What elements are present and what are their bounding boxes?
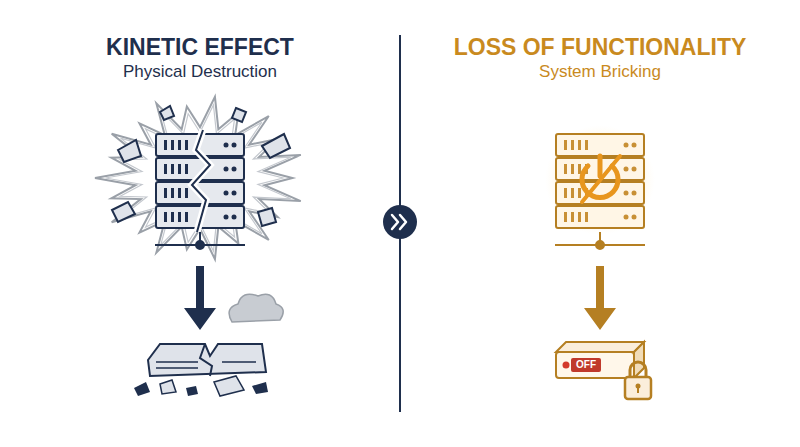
status-label: OFF xyxy=(571,358,601,372)
down-arrow xyxy=(584,266,616,330)
panel-subheading: System Bricking xyxy=(539,62,661,82)
panel-heading: KINETIC EFFECT xyxy=(106,34,294,61)
padlock xyxy=(625,362,651,399)
chevron-badge xyxy=(383,205,417,239)
chevron-icon xyxy=(392,215,406,229)
panel-heading: LOSS OF FUNCTIONALITY xyxy=(454,34,747,61)
burst-outline xyxy=(95,97,301,259)
power-off-symbol xyxy=(582,156,620,202)
network-stem xyxy=(155,232,245,249)
crack xyxy=(192,130,210,232)
status-text: OFF xyxy=(576,359,596,371)
rubble xyxy=(134,294,283,396)
crack-line xyxy=(192,130,210,232)
burst-inner xyxy=(106,105,291,251)
server-rack xyxy=(556,134,644,228)
down-arrow xyxy=(184,266,216,330)
shrapnel xyxy=(112,106,290,226)
explosion-burst xyxy=(95,97,301,259)
network-stem xyxy=(555,232,645,249)
glow xyxy=(545,125,655,235)
panel-subheading: Physical Destruction xyxy=(123,62,277,82)
